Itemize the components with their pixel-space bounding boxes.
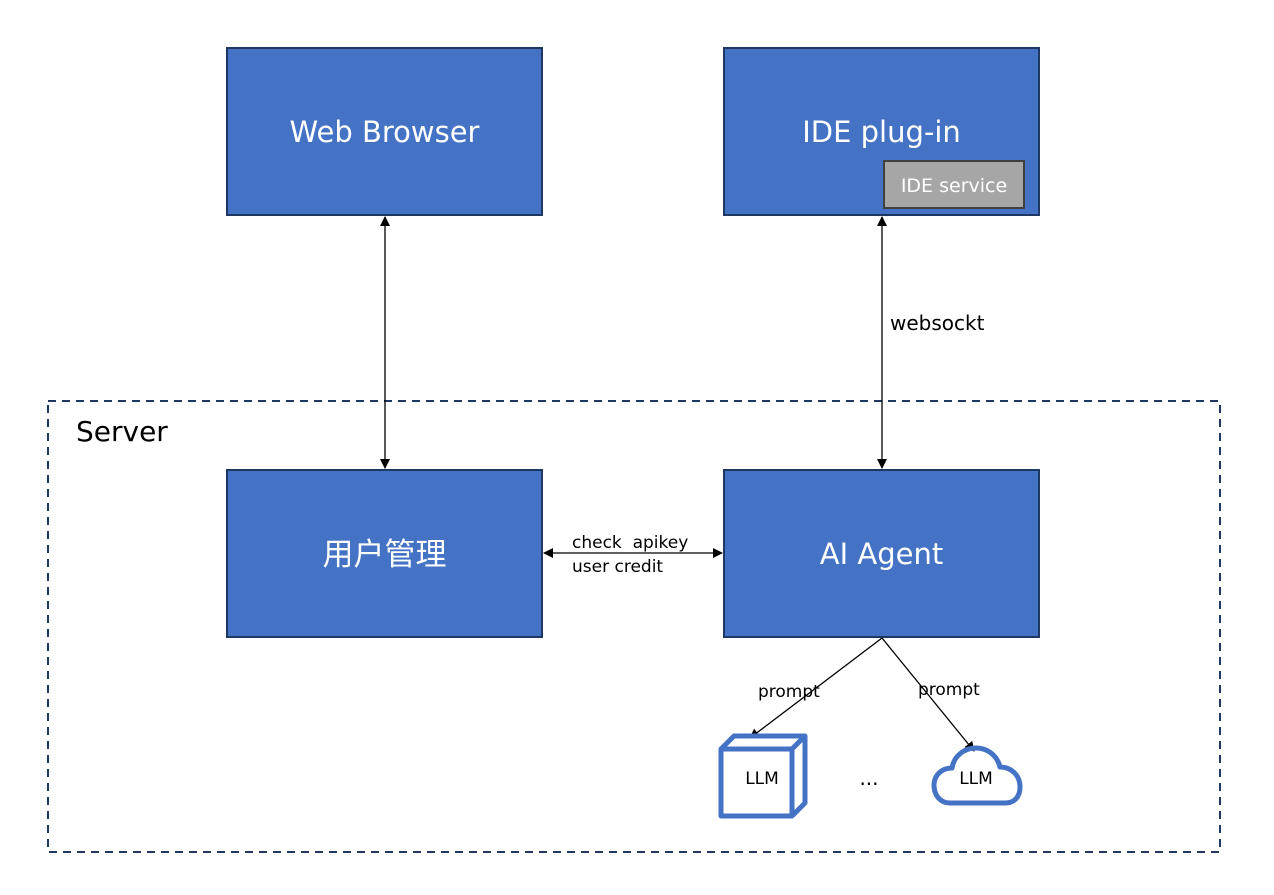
llm-cube-label: LLM [745, 769, 779, 789]
ide-service-label: IDE service [901, 175, 1007, 197]
server-label: Server [76, 415, 168, 448]
llm-cube-icon: LLM [718, 733, 808, 819]
web-browser-node: Web Browser [226, 47, 543, 216]
check-apikey-label: check apikey [572, 533, 688, 553]
prompt-left-label: prompt [758, 682, 820, 702]
agent-llm-left-arrow [749, 637, 883, 739]
ai-agent-label: AI Agent [820, 537, 943, 571]
agent-llm-right-arrow [881, 637, 975, 752]
user-management-label: 用户管理 [323, 537, 447, 573]
user-credit-label: user credit [572, 557, 663, 577]
llm-cloud-label: LLM [959, 769, 993, 789]
ide-service-node: IDE service [883, 160, 1025, 209]
user-management-node: 用户管理 [226, 469, 543, 638]
server-boundary [47, 400, 1221, 853]
ide-plugin-label: IDE plug-in [802, 115, 961, 149]
llm-cloud-icon: LLM [931, 745, 1023, 806]
ide-plugin-node: IDE plug-in IDE service [723, 47, 1040, 216]
websocket-label: websockt [890, 311, 985, 335]
ellipsis-label: ... [859, 766, 878, 790]
ai-agent-node: AI Agent [723, 469, 1040, 638]
web-browser-label: Web Browser [290, 115, 480, 149]
prompt-right-label: prompt [918, 680, 980, 700]
